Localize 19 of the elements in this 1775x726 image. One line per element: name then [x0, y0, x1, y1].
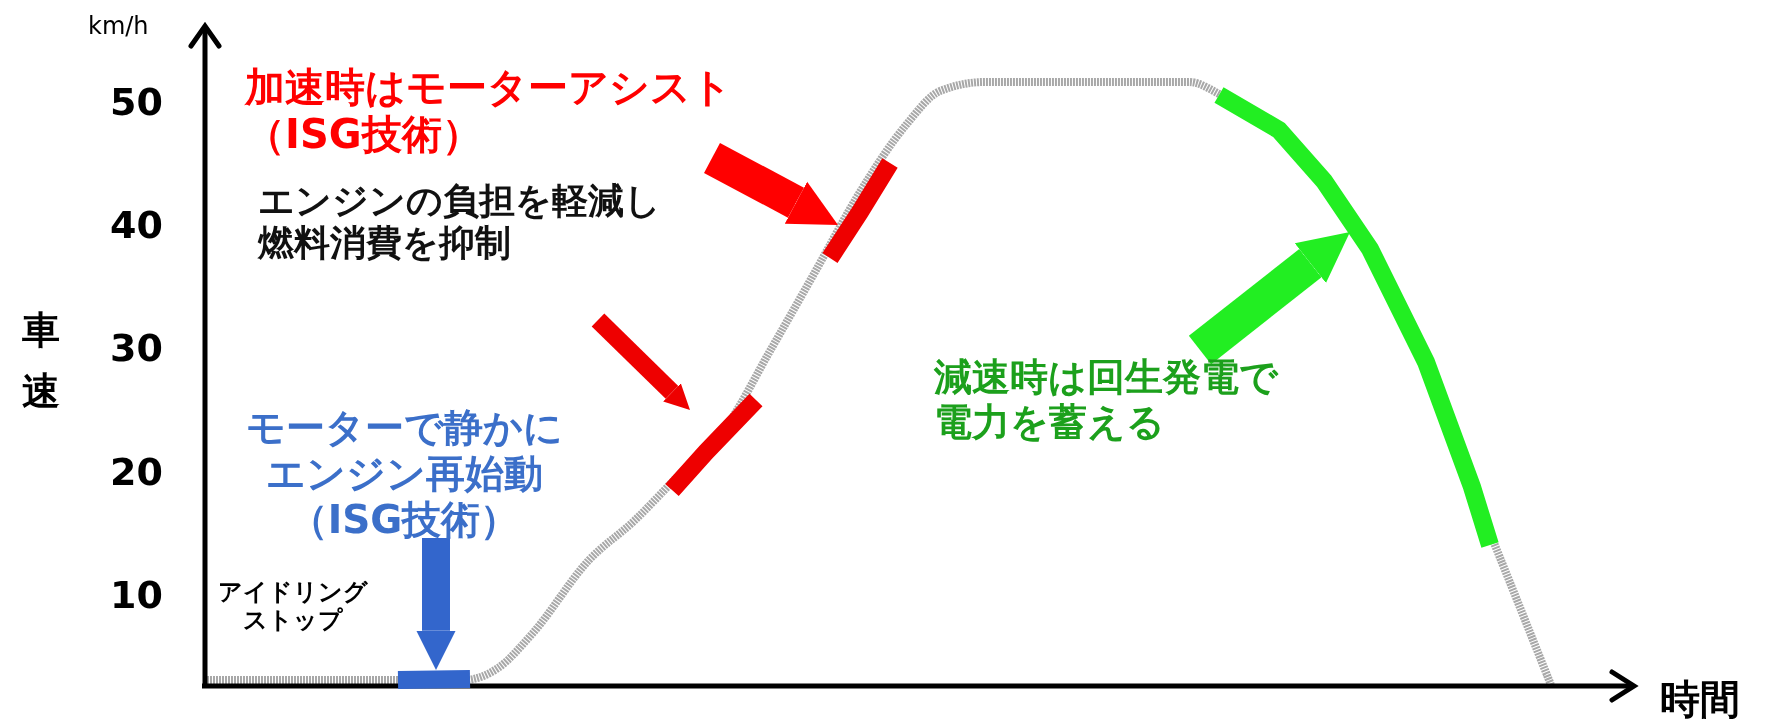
annotation-text: エンジンの負担を軽減し燃料消費を抑制 — [258, 180, 670, 265]
tick-label: 50 — [110, 80, 163, 124]
tick-label: 40 — [110, 203, 163, 247]
axis-title: 時間 — [1660, 675, 1740, 724]
annotation-text: アイドリングストップ — [218, 578, 368, 635]
tick-label: 20 — [110, 450, 163, 494]
assist-segment — [822, 158, 898, 263]
tick-label: 10 — [110, 573, 163, 617]
block-arrow — [704, 143, 838, 225]
annotation-text: モーターで静かにエンジン再始動（ISG技術） — [243, 405, 565, 544]
axis-title: 車速 — [22, 307, 60, 415]
idle-stop-segment — [397, 670, 471, 689]
tick-label: 30 — [110, 326, 163, 370]
annotation-text: 加速時はモーターアシスト（ISG技術） — [245, 64, 745, 159]
axis-unit: km/h — [88, 12, 149, 40]
block-arrow — [416, 538, 456, 670]
assist-segment — [665, 393, 763, 496]
block-arrow — [591, 313, 690, 410]
annotation-text: 減速時は回生発電で電力を蓄える — [934, 355, 1296, 445]
